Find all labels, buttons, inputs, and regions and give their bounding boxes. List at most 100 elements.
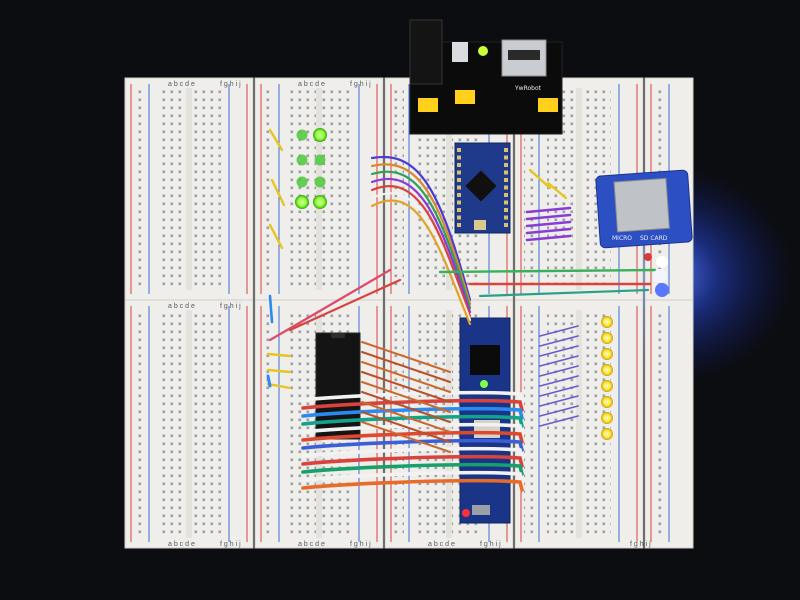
power-module-brand: YwRobot xyxy=(514,85,542,92)
signal-wire xyxy=(370,185,472,318)
signal-wire xyxy=(370,192,472,322)
breadboard-10 xyxy=(644,299,694,549)
resistor-lead xyxy=(539,405,579,417)
purple-jumper-wire xyxy=(525,227,572,235)
yellow-led-icon xyxy=(601,348,613,360)
resistor-lead xyxy=(539,395,579,407)
yellow-led-icon xyxy=(601,316,613,328)
header-pin xyxy=(504,170,508,175)
header-pin xyxy=(457,193,461,197)
green-led-icon xyxy=(296,129,308,141)
short-jumper-wire xyxy=(361,421,451,453)
green-led-icon xyxy=(296,154,308,166)
ribbon-wire xyxy=(301,422,524,436)
column-label-bottom-7: f g h i j xyxy=(630,541,651,548)
header-pin xyxy=(457,185,461,190)
ribbon-wire xyxy=(301,478,524,492)
ribbon-wire xyxy=(301,470,524,484)
green-wire xyxy=(438,268,657,274)
breadboard-1 xyxy=(124,77,254,301)
header-pin xyxy=(457,208,461,212)
signal-wire xyxy=(370,163,472,306)
green-led-icon xyxy=(314,154,326,166)
column-label-top-2: f g h i j xyxy=(220,81,241,88)
rail-holes xyxy=(654,310,664,538)
column-label-mid-1: a b c d e xyxy=(168,303,195,310)
center-channel xyxy=(576,88,582,290)
ribbon-wire xyxy=(301,446,524,460)
signal-wire xyxy=(370,170,472,310)
yellow-jumper-wire xyxy=(266,382,292,390)
column-label-bottom-1: a b c d e xyxy=(168,541,195,548)
purple-jumper-wire xyxy=(525,213,572,221)
resistor-lead xyxy=(539,355,579,367)
short-jumper-wire xyxy=(361,371,451,403)
green-led-icon xyxy=(313,195,327,209)
header-pin xyxy=(504,155,508,160)
yellow-jumper-wire xyxy=(268,128,284,152)
breadboard-array xyxy=(124,77,694,549)
ribbon-wire xyxy=(301,462,524,476)
header-pin xyxy=(457,148,461,152)
header-pin xyxy=(504,178,508,182)
column-labels: a b c d e f g h i j a b c d e f g h i j … xyxy=(168,81,651,548)
yellow-jumper-wire xyxy=(268,223,284,250)
short-jumper-wire xyxy=(361,381,451,413)
header-pin xyxy=(457,200,461,205)
yellow-led-icon xyxy=(601,412,613,424)
breadboard-6 xyxy=(124,299,254,549)
sd-module-label-1: MICRO xyxy=(612,235,632,242)
header-pin xyxy=(457,155,461,160)
header-pin xyxy=(457,170,461,175)
pink-wire xyxy=(268,268,392,342)
center-channel xyxy=(186,310,192,538)
green-led-icon xyxy=(314,176,326,188)
white-led-icon xyxy=(656,256,668,268)
resistor-lead xyxy=(539,375,579,387)
center-channel xyxy=(316,88,322,290)
white-led-icon xyxy=(653,269,667,283)
ribbon-wire xyxy=(301,414,524,428)
power-supply-module: YwRobot xyxy=(409,19,563,135)
header-pin xyxy=(504,185,508,190)
column-label-top-1: a b c d e xyxy=(168,81,195,88)
column-label-top-4: f g h i j xyxy=(350,81,371,88)
short-jumper-wire xyxy=(361,391,451,423)
resistor-lead xyxy=(539,325,579,337)
resistor-lead xyxy=(539,335,579,347)
pro-mini-board-top xyxy=(454,142,511,234)
led-array xyxy=(295,128,669,440)
header-pin xyxy=(504,200,508,205)
yellow-led-icon xyxy=(601,332,613,344)
purple-jumper-wire xyxy=(525,234,572,242)
yellow-led-icon xyxy=(601,396,613,408)
yellow-led-icon xyxy=(601,364,613,376)
rail-holes xyxy=(134,88,144,290)
short-jumper-wire xyxy=(361,361,451,393)
rail-holes xyxy=(264,88,274,290)
column-label-bottom-4: f g h i j xyxy=(350,541,371,548)
center-channel xyxy=(446,88,452,290)
short-jumper-wire xyxy=(361,411,451,443)
signal-wire xyxy=(370,155,472,302)
red-wire xyxy=(288,278,402,332)
microcontroller-board-middle xyxy=(459,317,511,524)
blue-led-icon xyxy=(655,283,669,297)
red-led-icon xyxy=(644,253,652,261)
ribbon-wire xyxy=(301,438,524,452)
column-label-mid-2: f g h i j xyxy=(220,303,241,310)
resistor-lead xyxy=(539,415,579,427)
rail-holes xyxy=(524,88,534,290)
yellow-jumper-wire xyxy=(266,352,292,358)
yellow-jumper-wire xyxy=(546,181,568,200)
ribbon-wire xyxy=(301,454,524,468)
green-led-icon xyxy=(313,128,327,142)
rail-holes xyxy=(524,310,534,538)
yellow-led-icon xyxy=(601,428,613,440)
header-pin xyxy=(457,178,461,182)
header-pin xyxy=(504,208,508,212)
yellow-jumper-wire xyxy=(270,178,286,207)
rail-holes xyxy=(134,310,144,538)
green-led-icon xyxy=(296,176,308,188)
